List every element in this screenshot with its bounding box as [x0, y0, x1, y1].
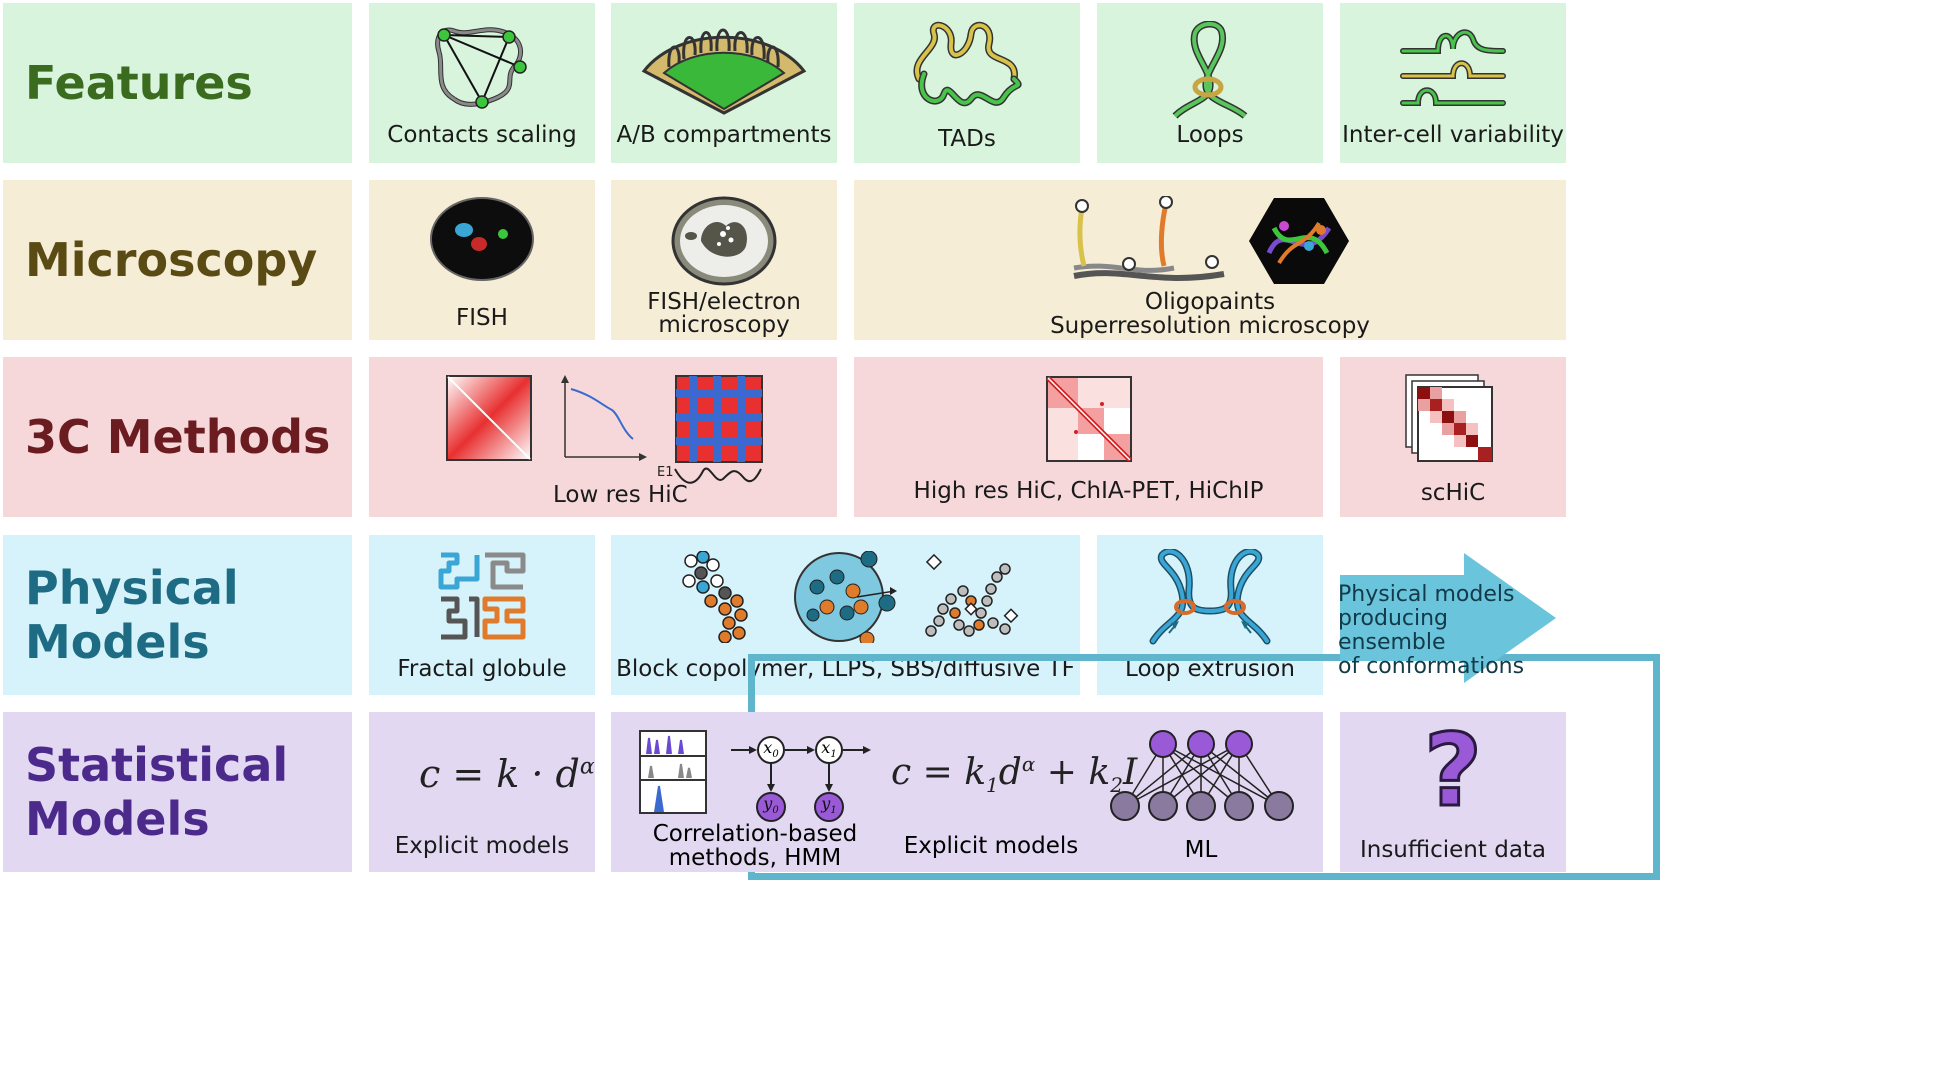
- caption-schic: scHiC: [1420, 480, 1486, 506]
- schic-stack-icon: [1405, 374, 1493, 462]
- e1-label: E1: [657, 465, 674, 480]
- feature-tads: TADs: [854, 3, 1080, 163]
- caption-ab-compartments: A/B compartments: [616, 122, 832, 148]
- scaling-plot-icon: [561, 375, 647, 461]
- ensemble-arrow-shape: [1340, 553, 1556, 683]
- correlation-tracks-icon: [639, 730, 707, 814]
- loops-icon: [1172, 21, 1248, 119]
- compartment-map-icon: [675, 375, 763, 463]
- intercell-variability-icon: [1400, 29, 1506, 106]
- caption-fish-electron-1: FISH/electron: [647, 289, 801, 315]
- method-high-res-hic: High res HiC, ChIA-PET, HiChIP: [854, 357, 1323, 517]
- ensemble-arrow-line-1: Physical models: [1338, 582, 1515, 607]
- row-label-statistical-models: Statistical Models: [25, 738, 289, 846]
- microscopy-oligopaints: Oligopaints Superresolution microscopy: [854, 180, 1566, 340]
- caption-correlation-2: methods, HMM: [668, 845, 842, 871]
- caption-tads: TADs: [938, 126, 996, 152]
- contacts-scaling-icon: [435, 27, 527, 109]
- oligopaints-probes-icon: [1073, 196, 1225, 281]
- caption-oligopaints-1: Oligopaints: [1144, 289, 1276, 315]
- hmm-diagram-icon: [731, 736, 871, 822]
- caption-high-res-hic: High res HiC, ChIA-PET, HiChIP: [913, 478, 1264, 504]
- formula-mixed-model: c = k1dα + k2I: [891, 752, 1138, 798]
- feature-intercell-variability: Inter-cell variability: [1340, 3, 1566, 163]
- hmm-x1-label: x1: [821, 738, 837, 761]
- caption-explicit-models-2: Explicit models: [903, 833, 1079, 859]
- row-statistical-label-cell: Statistical Models: [3, 712, 352, 872]
- caption-oligopaints-2: Superresolution microscopy: [1050, 313, 1370, 339]
- caption-contacts-scaling: Contacts scaling: [387, 122, 577, 148]
- row-label-microscopy: Microscopy: [25, 233, 318, 287]
- ensemble-arrow-text: Physical models producing ensemble of co…: [1338, 583, 1538, 679]
- microscopy-fish-electron: FISH/electron microscopy: [611, 180, 837, 340]
- row-physical-label-cell: Physical Models: [3, 535, 352, 695]
- hmm-y1-label: y1: [821, 794, 837, 817]
- row-label-physical-models: Physical Models: [25, 561, 239, 669]
- loop-extrusion-icon: [1149, 549, 1271, 645]
- superresolution-icon: [1249, 198, 1349, 284]
- contact-map-icon: [446, 375, 532, 461]
- feature-loops: Loops: [1097, 3, 1323, 163]
- caption-explicit-models-1: Explicit models: [394, 833, 570, 859]
- high-res-map-icon: [1046, 376, 1132, 462]
- question-mark-icon: ?: [1422, 712, 1483, 829]
- physical-loop-extrusion: Loop extrusion: [1097, 535, 1323, 695]
- llps-droplet-icon: [794, 551, 897, 643]
- caption-fractal-globule: Fractal globule: [397, 656, 567, 682]
- caption-correlation-1: Correlation-based: [652, 821, 858, 847]
- caption-fish: FISH: [456, 305, 508, 331]
- microscopy-fish: FISH: [369, 180, 595, 340]
- caption-fish-electron-2: microscopy: [658, 312, 790, 338]
- fish-nucleus-icon: [430, 197, 534, 281]
- block-copolymer-icon: [682, 551, 748, 643]
- method-schic: scHiC: [1340, 357, 1566, 517]
- statistical-insufficient-data: ? Insufficient data: [1340, 712, 1566, 872]
- formula-power-law-base: c = k · d: [419, 752, 580, 796]
- neural-network-icon: [1110, 730, 1294, 821]
- method-low-res-hic: E1 Low res HiC: [369, 357, 837, 517]
- hmm-y0-label: y0: [763, 794, 779, 817]
- caption-low-res-hic: Low res HiC: [553, 482, 688, 508]
- ab-compartments-icon: [641, 28, 807, 115]
- hmm-x0-label: x0: [763, 738, 779, 761]
- ensemble-arrow-line-2: producing ensemble: [1338, 606, 1449, 655]
- caption-intercell-variability: Inter-cell variability: [1342, 122, 1564, 148]
- row-label-features: Features: [25, 56, 253, 110]
- row-features-label-cell: Features: [3, 3, 352, 163]
- tads-icon: [913, 21, 1022, 107]
- physical-block-copolymer: Block copolymer, LLPS, SBS/diffusive TF: [611, 535, 1080, 695]
- feature-ab-compartments: A/B compartments: [611, 3, 837, 163]
- fractal-globule-icon: [438, 552, 526, 640]
- e1-track-icon: [674, 467, 762, 484]
- formula-power-law-exponent: α: [579, 754, 595, 780]
- caption-loops: Loops: [1176, 122, 1244, 148]
- ensemble-arrow-line-3: of conformations: [1338, 654, 1525, 679]
- electron-microscopy-icon: [671, 196, 777, 286]
- feature-contacts-scaling: Contacts scaling: [369, 3, 595, 163]
- formula-power-law: c = k · dα: [419, 752, 595, 796]
- caption-insufficient-data: Insufficient data: [1359, 837, 1547, 863]
- row-microscopy-label-cell: Microscopy: [3, 180, 352, 340]
- statistical-explicit-models-1: c = k · dα Explicit models: [369, 712, 595, 872]
- statistical-correlation-ml: x0 x1 y0 y1 Correlation-based methods, H…: [611, 712, 1323, 872]
- sbs-diffusive-tf-icon: [925, 553, 1019, 637]
- row-3c-label-cell: 3C Methods: [3, 357, 352, 517]
- caption-ml: ML: [1184, 837, 1218, 863]
- row-label-3c-methods: 3C Methods: [25, 410, 331, 464]
- physical-fractal-globule: Fractal globule: [369, 535, 595, 695]
